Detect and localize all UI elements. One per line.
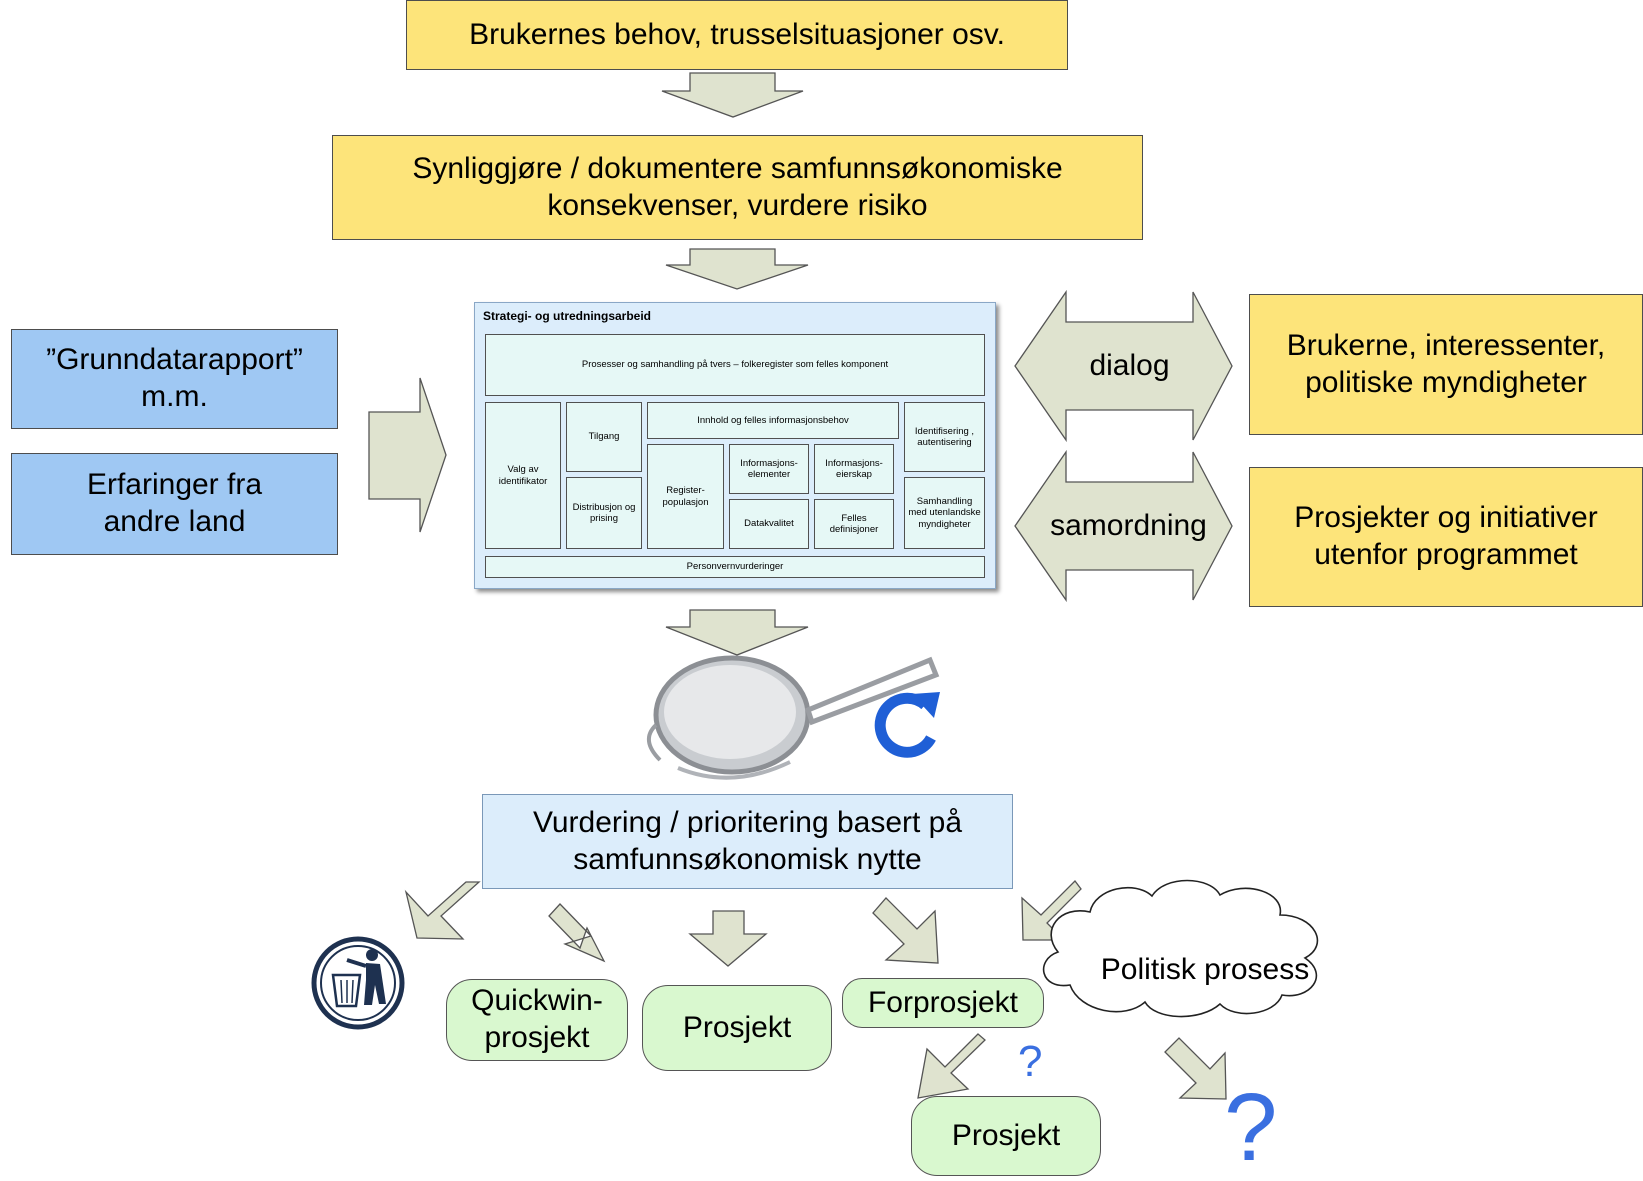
- followup-arrow-forprosjekt: [917, 1033, 986, 1099]
- sieve-icon: [647, 655, 940, 780]
- innhold-cell: Innhold og felles informasjonsbehov: [647, 402, 899, 439]
- down-arrow-2: [665, 248, 809, 290]
- needs-box: Brukernes behov, trusselsituasjoner osv.: [406, 0, 1068, 70]
- quickwin-project-box: Quickwin-prosjekt: [446, 979, 628, 1061]
- question-mark-large: ?: [1224, 1074, 1278, 1181]
- cloud-shape: [1042, 879, 1319, 1018]
- outcome-arrow-prosjekt: [688, 910, 768, 967]
- right-arrow: [368, 377, 447, 533]
- process-row: Prosesser og samhandling på tvers – folk…: [485, 334, 985, 396]
- identifisering-cell: Identifisering , autentisering: [904, 402, 985, 472]
- political-process-label: Politisk prosess: [1100, 952, 1310, 986]
- consequences-box: Synliggjøre / dokumentere samfunnsøkonom…: [332, 135, 1143, 240]
- informasjonselementer-cell: Informasjons-elementer: [729, 444, 809, 494]
- felles-definisjoner-cell: Felles definisjoner: [814, 499, 894, 549]
- personvern-row: Personvernvurderinger: [485, 556, 985, 578]
- outcome-arrow-forprosjekt: [872, 897, 939, 964]
- dialog-label: dialog: [1089, 348, 1170, 382]
- datakvalitet-cell: Datakvalitet: [729, 499, 809, 549]
- forprosjekt-box: Forprosjekt: [842, 978, 1044, 1028]
- followup-arrow-political: [1164, 1037, 1227, 1100]
- evaluation-box: Vurdering / prioritering basert på samfu…: [482, 794, 1013, 889]
- down-arrow-3: [665, 609, 809, 656]
- question-mark-small: ?: [1018, 1037, 1043, 1086]
- valg-cell: Valg av identifikator: [485, 402, 561, 549]
- erfaringer-box: Erfaringer fra andre land: [11, 453, 338, 555]
- down-arrow-1: [661, 72, 804, 118]
- distribusjon-cell: Distribusjon og prising: [566, 477, 642, 549]
- informasjonseierskap-cell: Informasjons-eierskap: [814, 444, 894, 494]
- stakeholders-box: Brukerne, interessenter, politiske myndi…: [1249, 294, 1643, 435]
- project-box: Prosjekt: [642, 985, 832, 1071]
- register-cell: Register-populasjon: [647, 444, 724, 549]
- samordning-label: samordning: [1050, 508, 1207, 542]
- dialog-double-arrow: [1014, 289, 1233, 443]
- tilgang-cell: Tilgang: [566, 402, 642, 472]
- trash-bin-icon: [311, 936, 405, 1030]
- samhandling-cell: Samhandling med utenlandske myndigheter: [904, 477, 985, 549]
- samordning-double-arrow: [1014, 449, 1233, 603]
- outcome-arrow-trash: [404, 881, 481, 940]
- outcome-arrow-quickwin: [548, 903, 606, 963]
- strategy-title: Strategi- og utredningsarbeid: [483, 309, 652, 323]
- refresh-icon: [874, 692, 940, 758]
- strategy-panel: Strategi- og utredningsarbeid Prosesser …: [474, 302, 996, 589]
- followup-project-box: Prosjekt: [911, 1096, 1101, 1176]
- outcome-arrow-political: [1021, 880, 1082, 941]
- grunndatarapport-box: ”Grunndatarapport” m.m.: [11, 329, 338, 429]
- external-projects-box: Prosjekter og initiativer utenfor progra…: [1249, 467, 1643, 607]
